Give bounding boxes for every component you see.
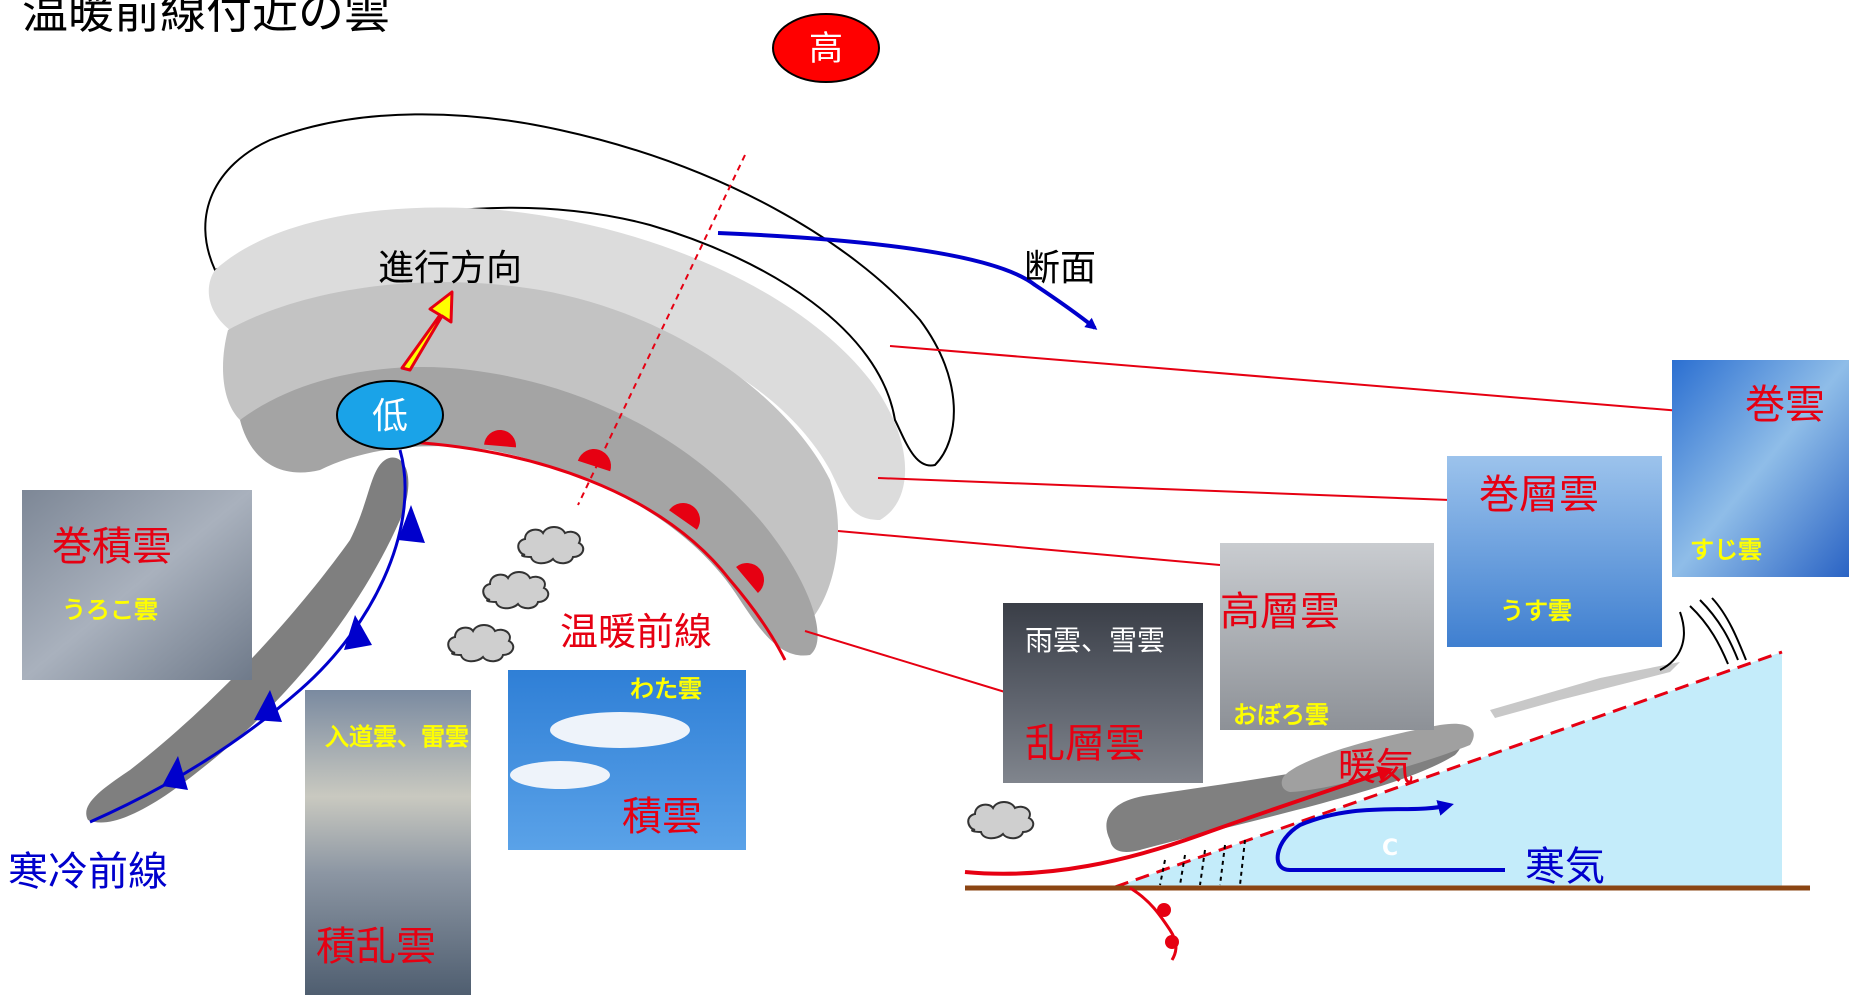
- warm-front-line: [409, 430, 787, 661]
- cirrostratus-section: [1490, 662, 1680, 718]
- warm-air-label: 暖気: [1338, 745, 1414, 789]
- cold-front-cloud-band: [86, 457, 409, 823]
- small-cloud-icon: [517, 526, 585, 565]
- small-cloud-icon: [482, 571, 550, 610]
- cold-air-label: 寒気: [1525, 844, 1605, 890]
- warm-air-arrow: [964, 766, 1394, 876]
- cirrostratus-label: 巻層雲: [1479, 472, 1599, 518]
- photo-altostratus: 高層雲 おぼろ雲: [1220, 543, 1434, 730]
- high-pressure-marker: 高: [772, 13, 880, 83]
- cross-section-line: [577, 154, 746, 506]
- altostratus-band: [223, 282, 839, 631]
- cross-section-label: 断面: [1024, 248, 1096, 289]
- cold-front-label: 寒冷前線: [8, 849, 168, 895]
- connector-lines: [804, 345, 1694, 693]
- cold-air-arrow: [1275, 800, 1505, 872]
- cross-section-view: 暖気 C 寒気: [964, 597, 1810, 961]
- cirrus-band: [204, 113, 955, 467]
- cross-section-arrow: [717, 231, 1098, 330]
- altostratus-nickname: おぼろ雲: [1233, 701, 1329, 729]
- photo-cumulus: わた雲 積雲: [508, 670, 746, 850]
- direction-label: 進行方向: [378, 248, 522, 289]
- high-marker-label: 高: [809, 29, 843, 69]
- cumulonimbus-label: 積乱雲: [316, 924, 436, 970]
- altostratus-section: [1281, 723, 1474, 792]
- cirrostratus-nickname: うす雲: [1500, 597, 1572, 625]
- cold-mark-label: C: [1382, 836, 1398, 861]
- cold-front-line: [89, 449, 425, 824]
- altostratus-label: 高層雲: [1220, 589, 1340, 635]
- small-cloud-icon: [967, 801, 1035, 840]
- photo-cirrus: 巻雲 すじ雲: [1672, 360, 1849, 577]
- warm-front-symbol: [1129, 886, 1178, 961]
- cirrus-nickname: すじ雲: [1690, 536, 1762, 564]
- frontal-surface: [1114, 650, 1783, 889]
- photo-nimbostratus: 雨雲、雪雲 乱層雲: [1003, 603, 1203, 783]
- warm-front-label: 温暖前線: [560, 610, 712, 654]
- low-pressure-marker: 低: [336, 380, 444, 450]
- cirrocumulus-label: 巻積雲: [52, 524, 172, 570]
- small-cloud-icon: [447, 624, 515, 663]
- cumulus-nickname: わた雲: [630, 675, 702, 703]
- photo-cumulonimbus: 入道雲、雷雲 積乱雲: [305, 690, 471, 995]
- cirrocumulus-nickname: うろこ雲: [62, 596, 158, 624]
- direction-arrow: [400, 290, 454, 372]
- cumulonimbus-nickname: 入道雲、雷雲: [325, 723, 469, 751]
- low-marker-label: 低: [372, 396, 408, 437]
- cumulus-icons: [447, 526, 1035, 840]
- page-title: 温暖前線付近の雲: [22, 0, 390, 39]
- photo-cirrocumulus: 巻積雲 うろこ雲: [22, 490, 252, 680]
- cirrus-label: 巻雲: [1745, 382, 1825, 428]
- nimbostratus-nickname: 雨雲、雪雲: [1025, 624, 1165, 657]
- nimbostratus-label: 乱層雲: [1025, 721, 1145, 767]
- photo-cirrostratus: 巻層雲 うす雲: [1447, 456, 1662, 647]
- cumulus-label: 積雲: [622, 794, 702, 840]
